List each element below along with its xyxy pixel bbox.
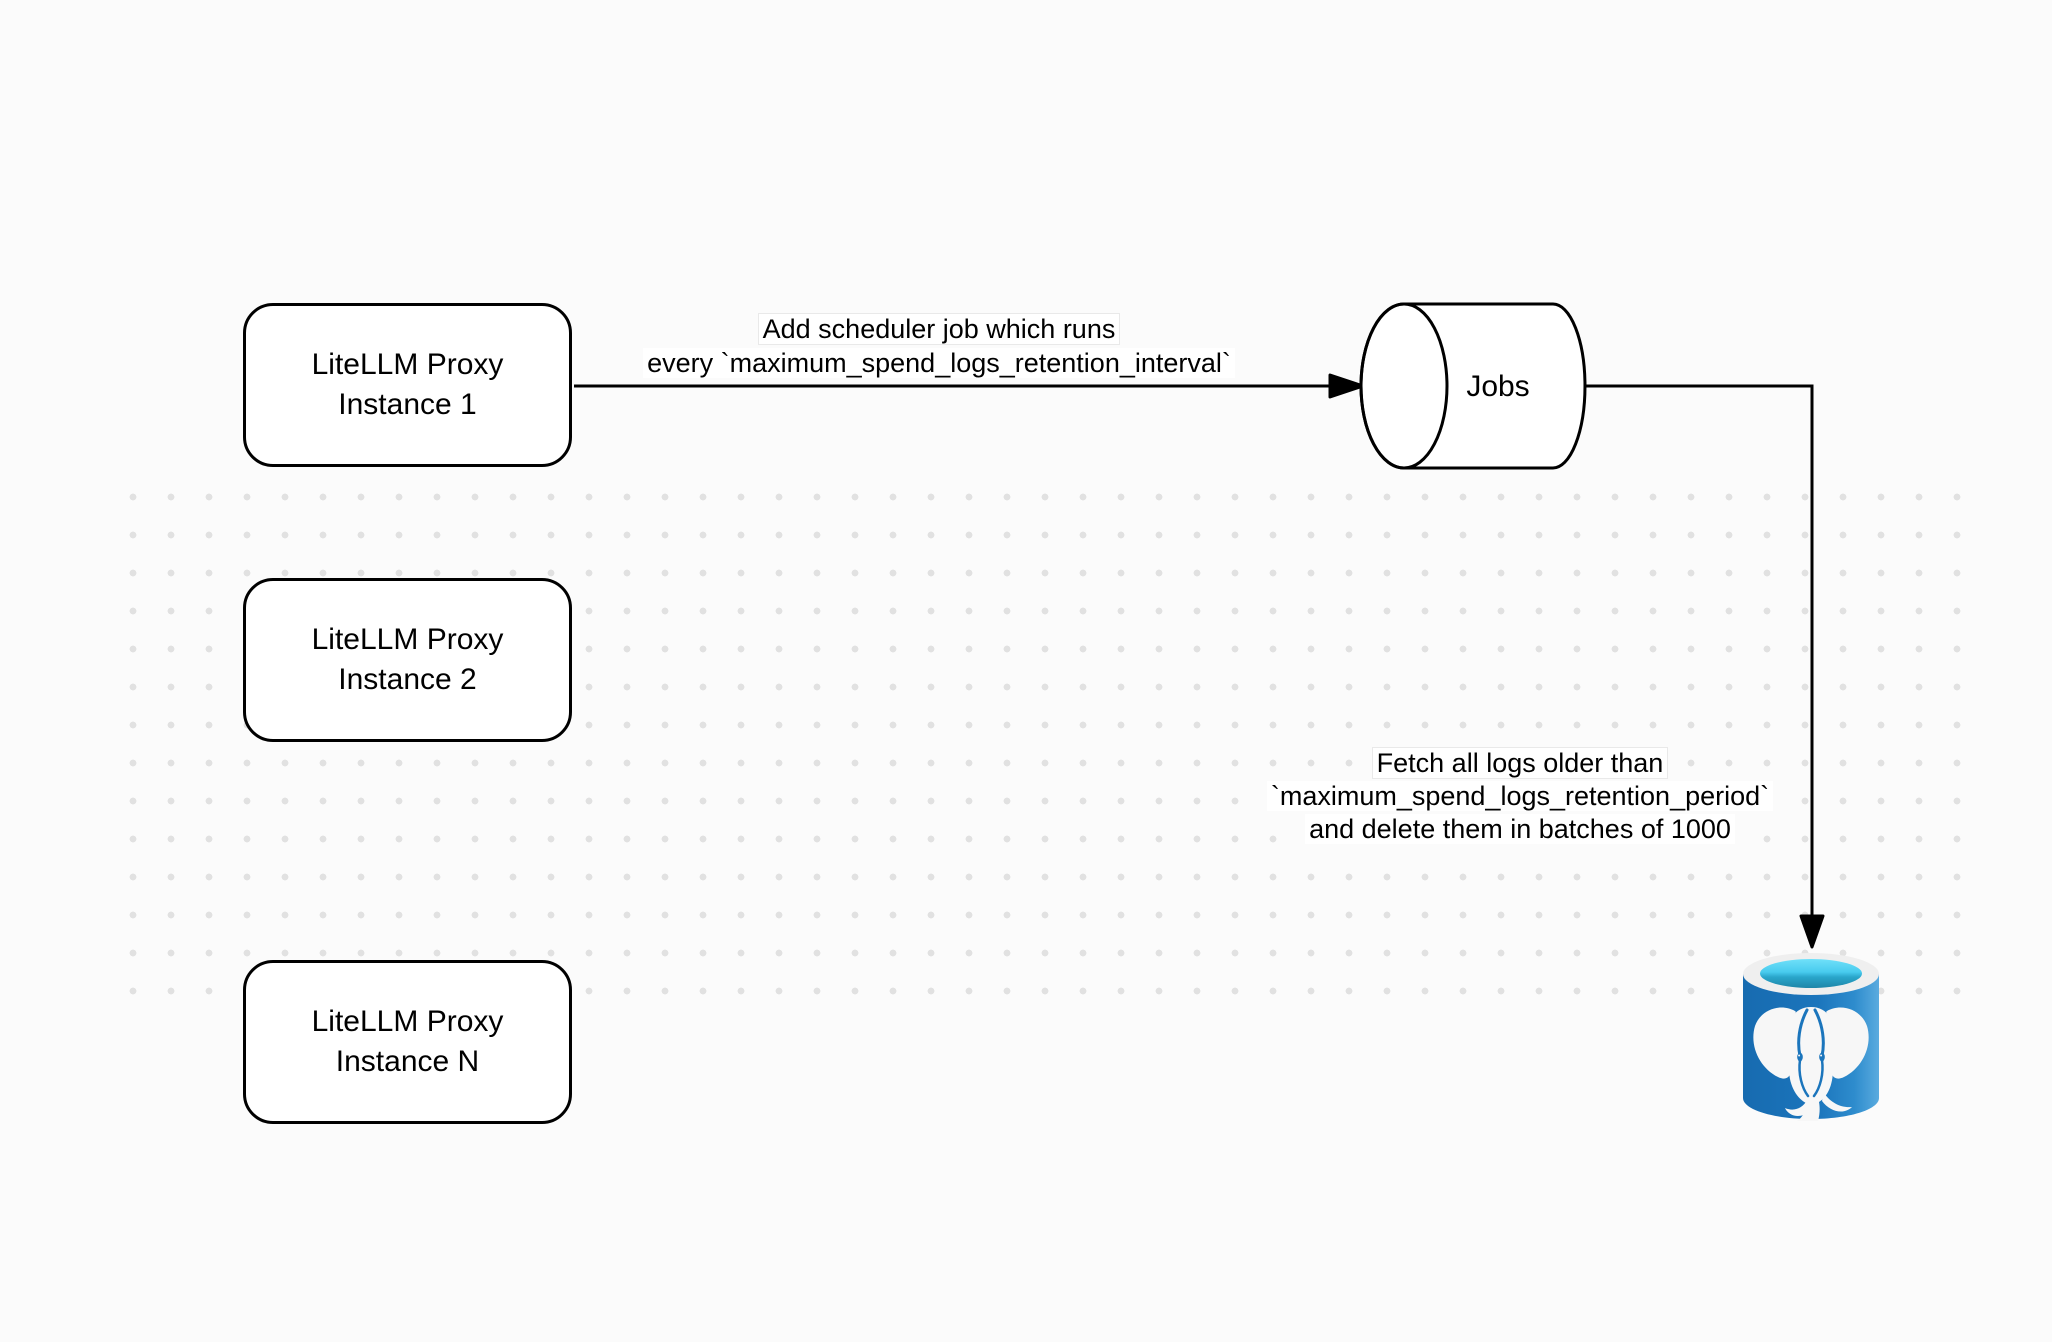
arrowhead-right-icon	[1328, 373, 1365, 399]
node-label-line: LiteLLM Proxy	[311, 1005, 504, 1038]
node-label-line: Instance 1	[338, 388, 477, 421]
node-jobs-queue-shape	[1359, 302, 1587, 470]
dot-grid-background	[114, 478, 1978, 1012]
node-label-line: LiteLLM Proxy	[311, 348, 504, 381]
node-litellm-proxy-instance-2: LiteLLM Proxy Instance 2	[243, 578, 572, 742]
edge-scheduler-arrow	[574, 373, 1365, 399]
node-label-line: Instance 2	[338, 663, 477, 696]
edge-fetch-arrow	[1585, 384, 1825, 949]
postgresql-database-icon	[1743, 953, 1879, 1121]
edge-label-text: every `maximum_spend_logs_retention_inte…	[643, 348, 1235, 378]
node-label-line: Instance N	[335, 1045, 480, 1078]
arrowhead-down-icon	[1799, 914, 1825, 949]
node-litellm-proxy-instance-1: LiteLLM Proxy Instance 1	[243, 303, 572, 467]
edge-label-text: Fetch all logs older than	[1372, 748, 1668, 778]
edge-label-text: Add scheduler job which runs	[758, 314, 1120, 344]
edge-label-text: `maximum_spend_logs_retention_period`	[1266, 781, 1774, 811]
edge-label-text: and delete them in batches of 1000	[1305, 814, 1735, 844]
edge-label-fetch-delete: Fetch all logs older than `maximum_spend…	[1220, 747, 1820, 846]
db-cylinder-opening	[1760, 959, 1862, 988]
node-litellm-proxy-instance-n: LiteLLM Proxy Instance N	[243, 960, 572, 1124]
node-label-line: LiteLLM Proxy	[311, 623, 504, 656]
edge-label-scheduler: Add scheduler job which runs every `maxi…	[609, 312, 1269, 380]
postgres-elephant-icon	[1753, 1007, 1869, 1121]
node-jobs-label: Jobs	[1466, 370, 1530, 403]
